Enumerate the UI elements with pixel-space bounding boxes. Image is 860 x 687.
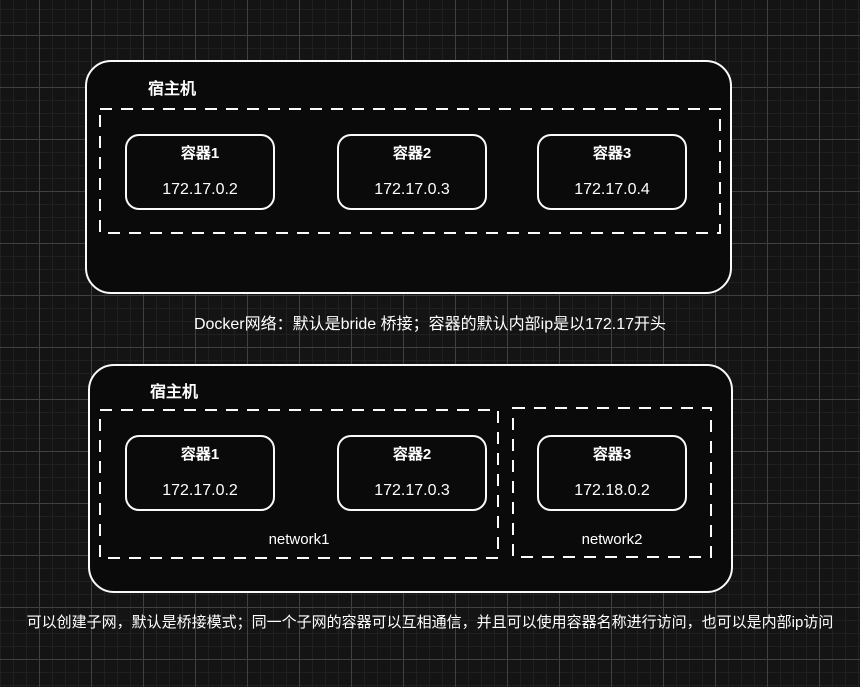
network2-container-3-ip: 172.18.0.2 [574,482,650,499]
bridge-container-2-ip: 172.17.0.3 [374,181,450,198]
network1-container-2-name: 容器2 [392,446,432,463]
bridge-container-3-name: 容器3 [592,145,632,162]
default-bridge-dashed-box[interactable] [99,108,721,234]
network2-container-3-name: 容器3 [592,446,632,463]
host-machine-label-bottom[interactable]: 宿主机 [150,384,199,401]
bridge-container-1-box[interactable]: 容器1 172.17.0.2 [125,134,275,210]
subnet-caption[interactable]: 可以创建子网，默认是桥接模式；同一个子网的容器可以互相通信，并且可以使用容器名称… [26,614,834,631]
network2-dashed-border [512,407,712,558]
network1-dashed-border [99,409,499,559]
bridge-network-caption[interactable]: Docker网络：默认是bride 桥接；容器的默认内部ip是以172.17开头 [193,316,667,333]
network1-container-2-ip: 172.17.0.3 [374,482,450,499]
default-bridge-dashed-border [99,108,721,234]
network1-container-1-name: 容器1 [180,446,220,463]
network1-container-1-ip: 172.17.0.2 [162,482,238,499]
network2-label[interactable]: network2 [581,531,643,548]
bridge-container-2-name: 容器2 [392,145,432,162]
network1-container-1-box[interactable]: 容器1 172.17.0.2 [125,435,275,511]
network1-container-2-box[interactable]: 容器2 172.17.0.3 [337,435,487,511]
bridge-container-1-name: 容器1 [180,145,220,162]
bridge-container-2-box[interactable]: 容器2 172.17.0.3 [337,134,487,210]
bridge-container-3-box[interactable]: 容器3 172.17.0.4 [537,134,687,210]
network1-label[interactable]: network1 [268,531,330,548]
bridge-container-3-ip: 172.17.0.4 [574,181,650,198]
host-machine-label-top[interactable]: 宿主机 [148,81,197,98]
bridge-container-1-ip: 172.17.0.2 [162,181,238,198]
network1-dashed-box[interactable] [99,409,499,559]
network2-dashed-box[interactable] [512,407,712,558]
network2-container-3-box[interactable]: 容器3 172.18.0.2 [537,435,687,511]
